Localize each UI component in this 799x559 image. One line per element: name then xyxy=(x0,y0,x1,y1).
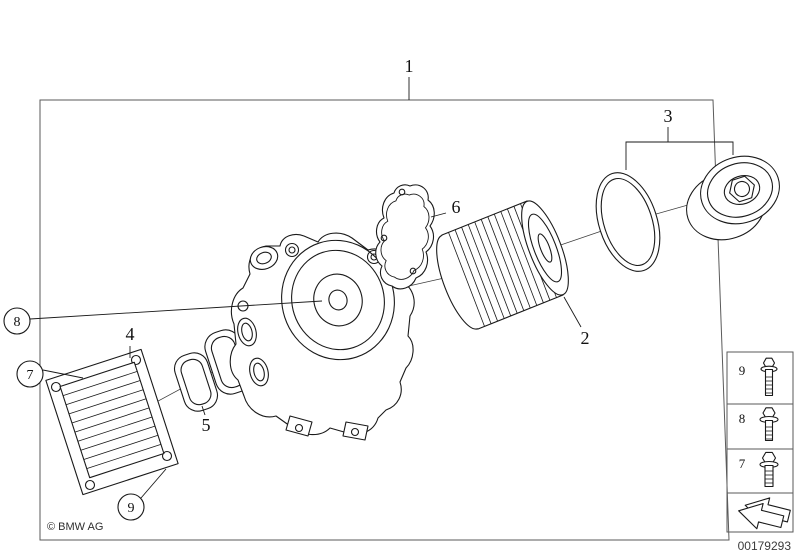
callout-8-screw[interactable]: 8 xyxy=(3,300,323,335)
legend-row-8[interactable]: 8 xyxy=(739,407,779,442)
legend-label-7[interactable]: 7 xyxy=(739,456,746,471)
document-number: 00179293 xyxy=(738,539,792,553)
callout-1-assembly[interactable]: 1 xyxy=(405,56,414,100)
legend-label-8[interactable]: 8 xyxy=(739,411,746,426)
callout-7-screw[interactable]: 7 xyxy=(16,360,84,388)
filter-pleats xyxy=(448,203,557,327)
callout-label-6[interactable]: 6 xyxy=(452,197,461,217)
legend-label-9[interactable]: 9 xyxy=(739,363,746,378)
callout-2-filter-element[interactable]: 2 xyxy=(563,296,590,348)
legend-row-7[interactable]: 7 xyxy=(739,451,779,488)
callout-label-4[interactable]: 4 xyxy=(126,324,135,344)
hex-flange-bolt-icon xyxy=(759,451,779,488)
callout-label-9[interactable]: 9 xyxy=(128,501,135,516)
fastener-legend: 9 8 xyxy=(726,351,794,533)
oil-cooler xyxy=(45,348,179,496)
callout-label-1[interactable]: 1 xyxy=(405,56,414,76)
housing-top-boss xyxy=(249,246,279,270)
copyright-text: © BMW AG xyxy=(47,521,103,533)
callout-label-3[interactable]: 3 xyxy=(664,106,673,126)
callout-label-2[interactable]: 2 xyxy=(581,328,590,348)
stud-bolt-icon xyxy=(760,357,778,397)
o-ring xyxy=(595,172,661,272)
callout-6-housing-gasket[interactable]: 6 xyxy=(430,197,461,218)
callout-label-8[interactable]: 8 xyxy=(14,315,21,330)
callout-4-oil-cooler[interactable]: 4 xyxy=(126,324,135,358)
drawing-frame xyxy=(39,99,730,541)
cooler-fins xyxy=(62,371,162,469)
oil-filter-element xyxy=(436,200,569,330)
housing-gasket xyxy=(375,184,435,290)
cap-hex-plug xyxy=(729,175,755,203)
filter-bore xyxy=(281,239,395,361)
filter-end-cap xyxy=(521,200,569,296)
oil-filter-housing xyxy=(229,232,415,441)
callout-3-cover-group[interactable]: 3 xyxy=(625,106,734,170)
callout-label-5[interactable]: 5 xyxy=(202,415,211,435)
hex-flange-bolt-icon xyxy=(759,407,779,442)
callout-5-gaskets[interactable]: 5 xyxy=(202,405,211,435)
callout-label-7[interactable]: 7 xyxy=(27,368,34,383)
continuation-arrow-icon xyxy=(738,497,791,530)
filter-cap xyxy=(686,155,780,241)
callout-9-screw[interactable]: 9 xyxy=(117,468,167,521)
legend-row-9[interactable]: 9 xyxy=(739,357,778,397)
